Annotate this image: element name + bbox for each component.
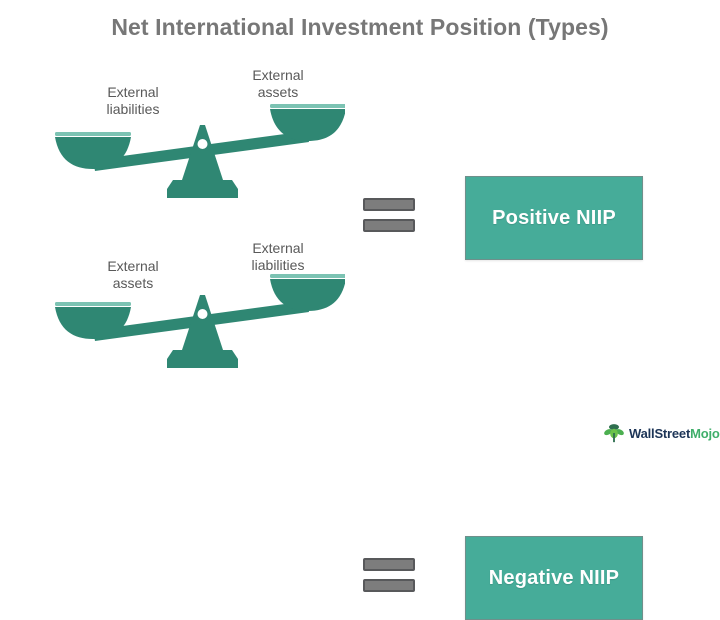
result-label-positive: Positive NIIP [492,206,616,229]
left-pan-positive [55,132,131,169]
right-pan-negative [270,274,345,311]
wallstreetmojo-logo: WallStreetMojo [603,421,720,445]
balance-scale-graphic [55,104,345,198]
equals-sign-negative [363,558,415,592]
left-pan-negative [55,302,131,339]
result-box-negative: Negative NIIP [465,536,643,620]
equals-sign-positive [363,198,415,232]
result-box-positive: Positive NIIP [465,176,643,260]
balance-scale-positive: External liabilities External assets [55,67,345,250]
row-negative-niip: External assets External liabilities Neg… [0,240,720,620]
balance-scale-graphic [55,274,345,368]
equals-bar-bottom [363,579,415,592]
equals-bar-top [363,558,415,571]
left-pan-label-negative: External assets [107,258,159,291]
logo-text-primary: WallStreet [629,425,691,441]
balance-scale-negative: External assets External liabilities [55,240,345,420]
row-positive-niip: External liabilities External assets Pos… [0,67,720,260]
logo-text: WallStreetMojo [629,426,720,441]
left-pan-label-positive: External liabilities [106,84,160,117]
equals-bar-bottom [363,219,415,232]
plant-icon [604,424,624,443]
page-title: Net International Investment Position (T… [111,14,609,40]
right-pan-label-negative: External liabilities [251,240,305,273]
result-label-negative: Negative NIIP [488,566,620,589]
right-pan-positive [270,104,345,141]
diagram-canvas: Net International Investment Position (T… [0,14,720,620]
right-pan-label-positive: External assets [252,67,304,100]
equals-bar-top [363,198,415,211]
logo-text-secondary: Mojo [690,425,720,441]
